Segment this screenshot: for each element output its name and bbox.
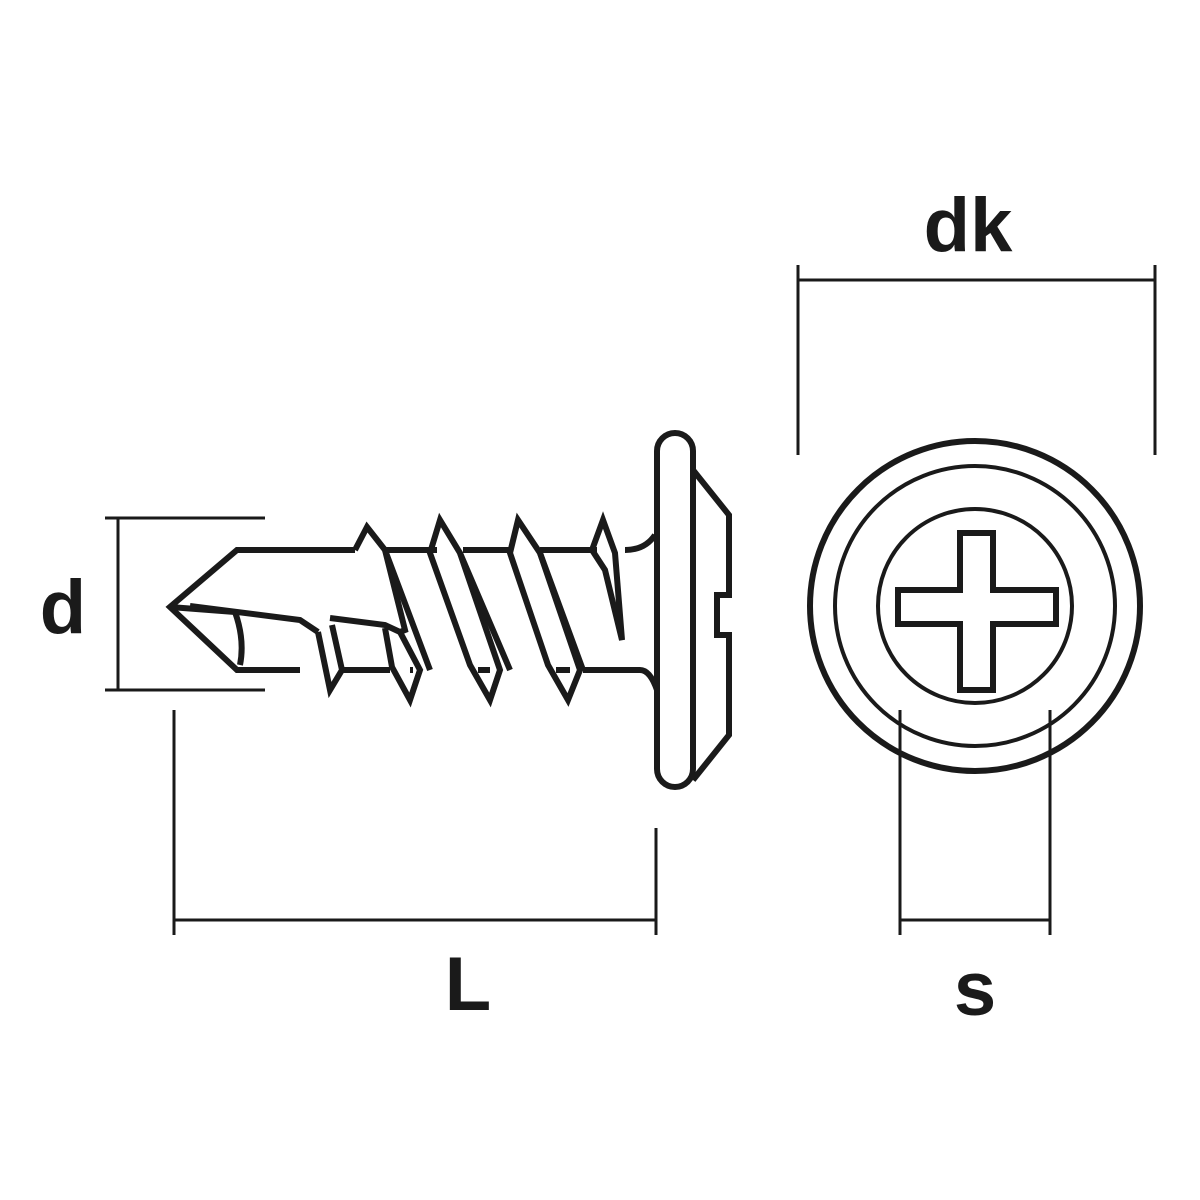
dimension-L [172,710,658,935]
label-dk: dk [923,183,1013,268]
dimension-dk [796,265,1157,455]
phillips-cross-recess [895,530,1059,693]
screw-thread-4 [537,511,625,672]
screw-head-top-view [807,438,1143,774]
head-inner-circle [833,464,1117,748]
label-s: s [953,947,997,1032]
label-d: d [39,565,87,650]
screw-head-underside [690,468,732,782]
label-L: L [444,942,492,1027]
screw-thread-1 [315,521,424,708]
screw-thread-2 [382,512,504,708]
head-outer-circle [807,438,1143,774]
dimension-s [898,710,1052,935]
dimension-d [105,516,265,692]
recess-circle [876,507,1074,705]
screw-tip-flute [169,603,402,666]
screw-side-view [165,430,732,790]
screw-head-washer [654,430,696,790]
dimension-lines [105,265,1157,935]
